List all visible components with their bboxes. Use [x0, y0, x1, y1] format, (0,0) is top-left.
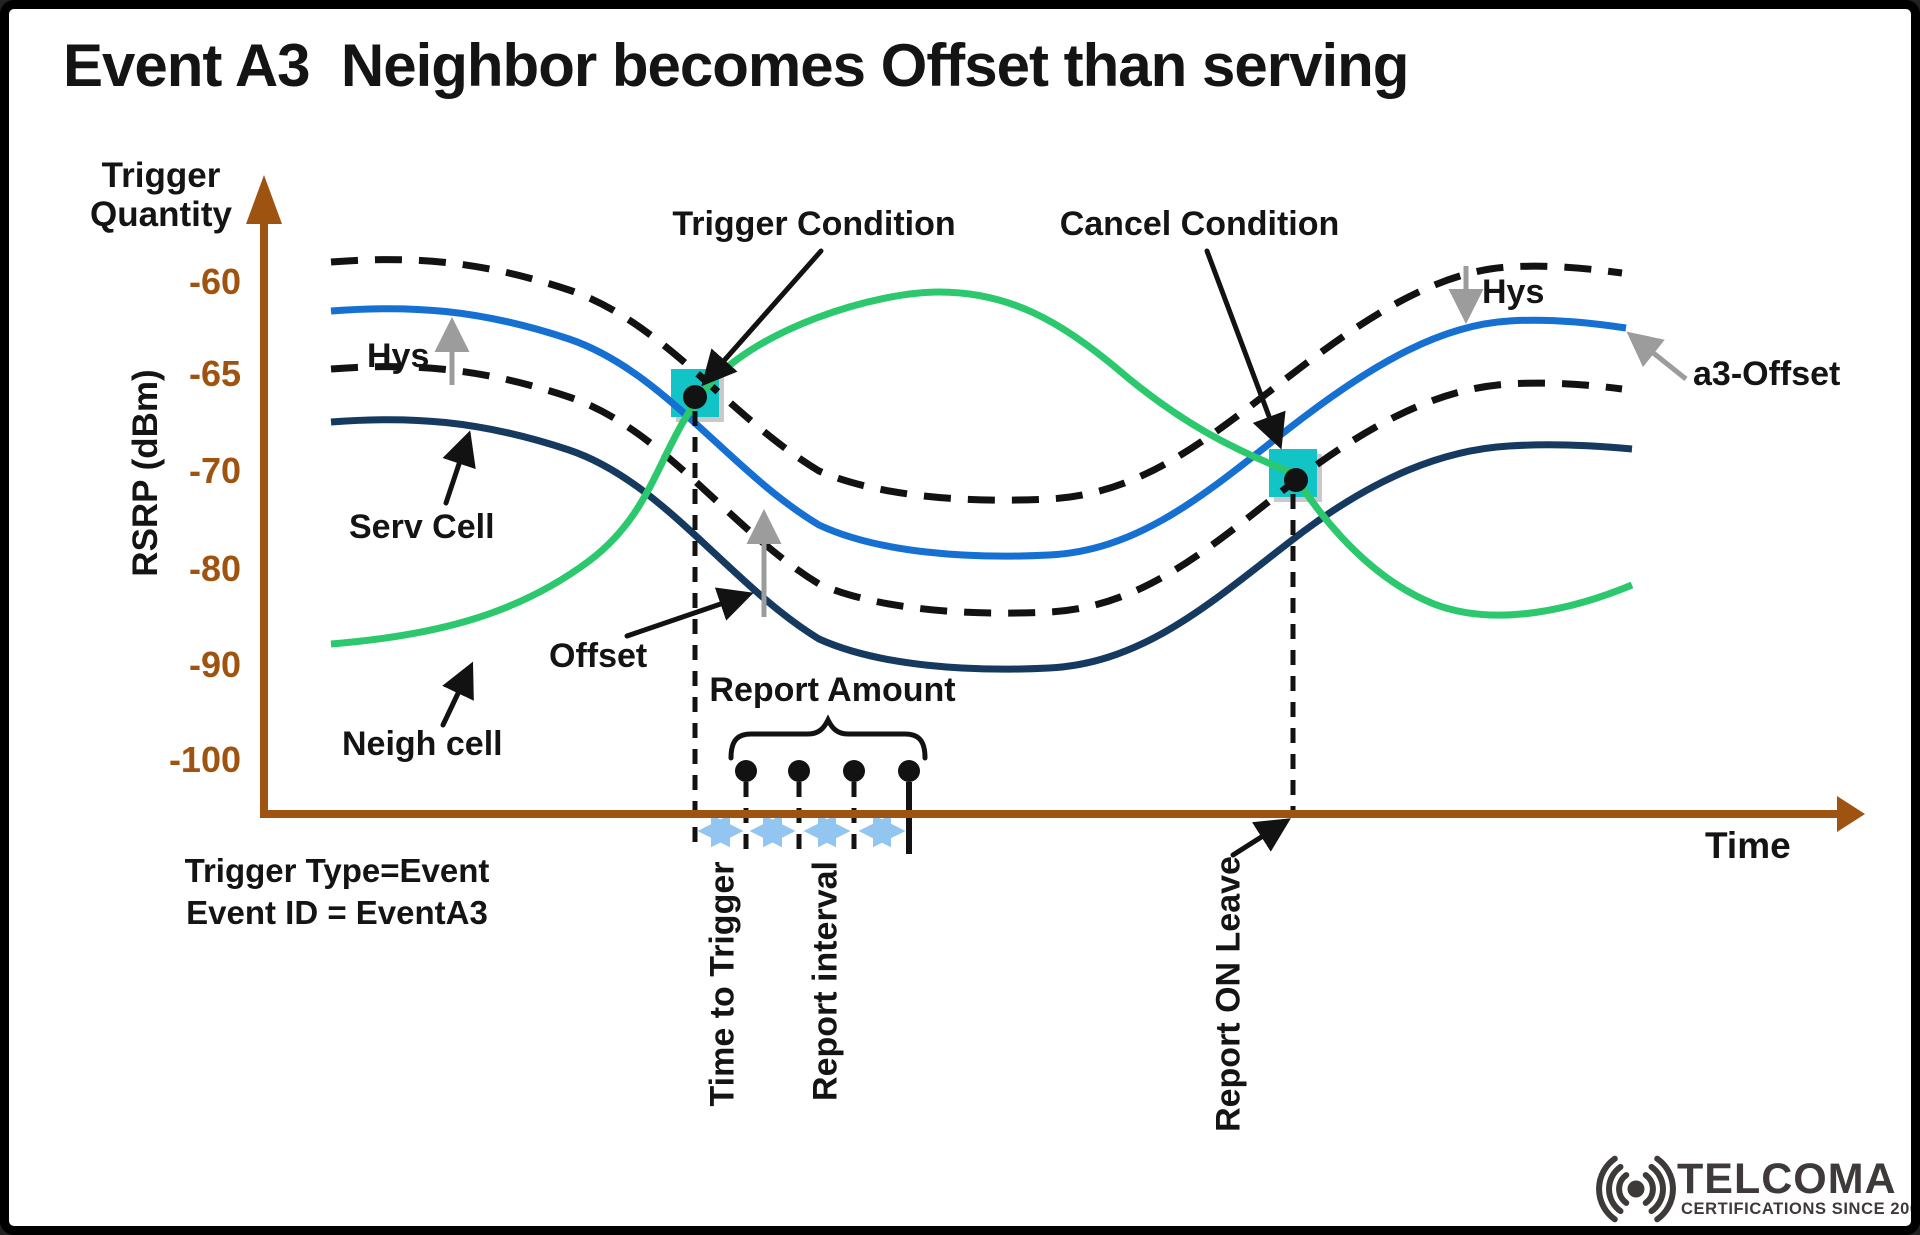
- telcoma-logo-tagline: CERTIFICATIONS SINCE 2009: [1681, 1200, 1920, 1218]
- x-axis-arrowhead: [1837, 796, 1865, 832]
- neigh-cell-label: Neigh cell: [342, 725, 503, 763]
- cancel-condition-label: Cancel Condition: [1059, 205, 1340, 243]
- event-id-line: Event ID = EventA3: [186, 894, 488, 932]
- hys-left-label: Hys: [367, 337, 430, 375]
- trigger-condition-arrow: [701, 248, 824, 387]
- cancel-condition-arrow: [1204, 248, 1286, 450]
- x-axis-label: Time: [1705, 825, 1791, 866]
- y-tick--90: -90: [188, 644, 241, 685]
- y-tick--60: -60: [188, 261, 241, 302]
- hys-lower-dashed-curve: [330, 363, 1623, 617]
- time-to-trigger-label: Time to Trigger: [703, 861, 742, 1107]
- neigh-cell-arrow: [440, 661, 474, 728]
- neigh-cell-green-curve: [330, 288, 1634, 648]
- cancel-condition-dot: [1284, 468, 1308, 492]
- report-amount-label: Report Amount: [709, 671, 956, 709]
- y-tick--80: -80: [188, 548, 241, 589]
- hys-right-label: Hys: [1482, 273, 1545, 311]
- trigger-config-text: Trigger Type=Event Event ID = EventA3: [155, 850, 519, 934]
- serv-cell-arrow: [442, 430, 476, 506]
- page-title: Event A3 Neighbor becomes Offset than se…: [63, 32, 1409, 99]
- y-tick--70: -70: [188, 450, 241, 491]
- cancel-condition-marker: [1269, 449, 1322, 502]
- serv-cell-navy-curve: [330, 416, 1633, 673]
- report-interval-label: Report interval: [806, 861, 845, 1101]
- y-axis-title-line2: Quantity: [90, 194, 232, 234]
- offset-arrow: [624, 587, 754, 639]
- a3-offset-label: a3-Offset: [1693, 355, 1841, 393]
- offset-label: Offset: [549, 637, 648, 675]
- event-a3-chart-canvas: [246, 175, 1865, 1223]
- report-markers: [735, 760, 920, 854]
- trigger-condition-dot: [683, 385, 707, 409]
- y-tick--65: -65: [188, 353, 241, 394]
- a3-offset-blue-curve: [330, 305, 1627, 560]
- report-on-leave-arrow: [1230, 818, 1291, 858]
- serv-cell-label: Serv Cell: [349, 508, 495, 546]
- hys-upper-dashed-curve: [330, 256, 1623, 504]
- report-amount-brace: [728, 714, 928, 761]
- black-arrows: [440, 248, 1291, 858]
- gray-arrows: [434, 266, 1688, 617]
- y-axis-title: Trigger Quantity: [73, 156, 249, 234]
- y-axis-arrowhead: [246, 175, 282, 224]
- a3-offset-arrow: [1626, 331, 1688, 381]
- telcoma-logo-text: TELCOMA: [1677, 1155, 1897, 1203]
- report-on-leave-label: Report ON Leave: [1209, 856, 1248, 1132]
- y-tick--100: -100: [168, 739, 241, 780]
- telcoma-antenna-icon: [1596, 1155, 1676, 1223]
- trigger-type-line: Trigger Type=Event: [184, 852, 490, 889]
- trigger-condition-label: Trigger Condition: [672, 205, 956, 243]
- axes: [246, 175, 1865, 832]
- y-axis-title-line1: Trigger: [101, 156, 221, 195]
